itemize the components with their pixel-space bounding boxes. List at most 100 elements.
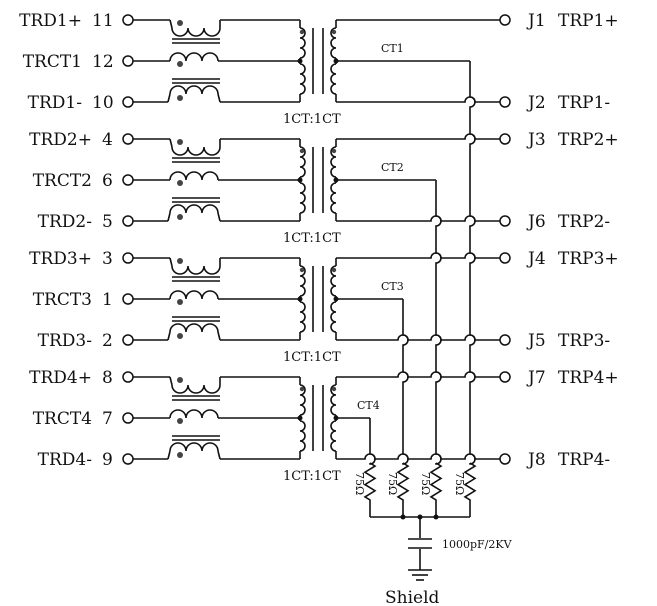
ratio-label: 1CT:1CT <box>283 350 341 365</box>
right-pin-number: J7 <box>526 368 546 388</box>
secondary-winding <box>330 265 337 297</box>
choke-winding-minus <box>169 323 219 333</box>
wire <box>217 93 221 103</box>
left-pin-label: TRD3- <box>38 331 92 351</box>
right-pin-number: J8 <box>526 450 546 470</box>
choke-winding-ct <box>169 290 219 300</box>
right-pin-name: TRP4- <box>558 450 610 470</box>
components <box>122 14 511 581</box>
polarity-dot <box>331 148 337 154</box>
resistor-value: 75Ω <box>453 472 466 495</box>
terminal-left <box>122 96 134 108</box>
junction-dot <box>433 514 439 520</box>
terminal-right <box>499 453 511 465</box>
right-pin-number: J4 <box>526 249 546 269</box>
left-pin-number: 7 <box>102 409 113 429</box>
wire <box>167 450 171 460</box>
choke-winding-ct <box>169 52 219 62</box>
primary-winding <box>299 265 306 297</box>
wire <box>169 138 173 148</box>
wire <box>167 331 171 341</box>
terminal-right <box>499 215 511 227</box>
junction-dot <box>333 415 339 421</box>
resistor <box>363 462 377 517</box>
ratio-label: 1CT:1CT <box>283 469 341 484</box>
left-pin-number: 4 <box>102 130 113 150</box>
left-pin-number: 11 <box>92 11 114 31</box>
junction-dot <box>297 296 303 302</box>
left-pin-label: TRD3+ <box>29 249 92 269</box>
resistor <box>396 462 410 517</box>
left-pin-number: 1 <box>102 290 113 310</box>
terminal-left <box>122 14 134 26</box>
wire <box>217 331 221 341</box>
resistor-value: 75Ω <box>386 472 399 495</box>
primary-winding <box>299 301 306 333</box>
polarity-dot <box>177 20 183 26</box>
center-tap-label: CT2 <box>381 161 404 174</box>
center-tap-label: CT1 <box>381 42 404 55</box>
right-pin-name: TRP2+ <box>558 130 619 150</box>
terminal-right <box>499 133 511 145</box>
left-pin-number: 2 <box>102 331 113 351</box>
resistor-value: 75Ω <box>419 472 432 495</box>
terminal-right <box>499 334 511 346</box>
left-pin-number: 6 <box>102 171 113 191</box>
secondary-winding <box>330 420 337 452</box>
ratio-label: 1CT:1CT <box>283 231 341 246</box>
junction-dot <box>333 58 339 64</box>
polarity-dot <box>331 386 337 392</box>
resistor <box>463 462 477 517</box>
wire <box>217 450 221 460</box>
junction-dot <box>333 177 339 183</box>
left-pin-label: TRD1+ <box>19 11 82 31</box>
polarity-dot <box>177 452 183 458</box>
polarity-dot <box>331 29 337 35</box>
terminal-left <box>122 412 134 424</box>
primary-winding <box>299 63 306 95</box>
terminal-left <box>122 252 134 264</box>
right-pin-name: TRP4+ <box>558 368 619 388</box>
right-pin-name: TRP1- <box>558 93 610 113</box>
terminal-left <box>122 133 134 145</box>
left-pin-label: TRD1- <box>28 93 82 113</box>
polarity-dot <box>177 418 183 424</box>
center-tap-bus <box>469 61 476 465</box>
choke-winding-ct <box>169 171 219 181</box>
polarity-dot <box>299 267 305 273</box>
center-tap-label: CT3 <box>381 280 404 293</box>
junction-dot <box>333 296 339 302</box>
center-tap-bus <box>402 299 409 465</box>
terminal-right <box>499 371 511 383</box>
right-pin-name: TRP3- <box>558 331 610 351</box>
wires <box>133 19 500 570</box>
left-pin-label: TRCT3 <box>33 290 92 310</box>
left-pin-label: TRD4- <box>38 450 92 470</box>
left-pin-label: TRD2- <box>38 212 92 232</box>
left-pin-label: TRCT1 <box>23 52 82 72</box>
ground-label: Shield <box>385 588 440 606</box>
secondary-winding <box>330 384 337 416</box>
wire <box>169 257 173 267</box>
choke-winding-ct <box>169 409 219 419</box>
terminal-left <box>122 453 134 465</box>
resistor <box>429 462 443 517</box>
polarity-dot <box>177 139 183 145</box>
junction-dot <box>297 415 303 421</box>
secondary-winding <box>330 182 337 214</box>
left-pin-number: 5 <box>102 212 113 232</box>
polarity-dot <box>177 258 183 264</box>
left-pin-label: TRD2+ <box>29 130 92 150</box>
terminal-left <box>122 293 134 305</box>
right-pin-name: TRP3+ <box>558 249 619 269</box>
left-pin-number: 3 <box>102 249 113 269</box>
choke-winding-plus <box>171 27 221 37</box>
polarity-dot <box>177 95 183 101</box>
right-pin-number: J2 <box>526 93 546 113</box>
terminal-left <box>122 334 134 346</box>
right-pin-number: J3 <box>526 130 546 150</box>
wire <box>169 376 173 386</box>
right-pin-name: TRP1+ <box>558 11 619 31</box>
primary-winding <box>299 420 306 452</box>
